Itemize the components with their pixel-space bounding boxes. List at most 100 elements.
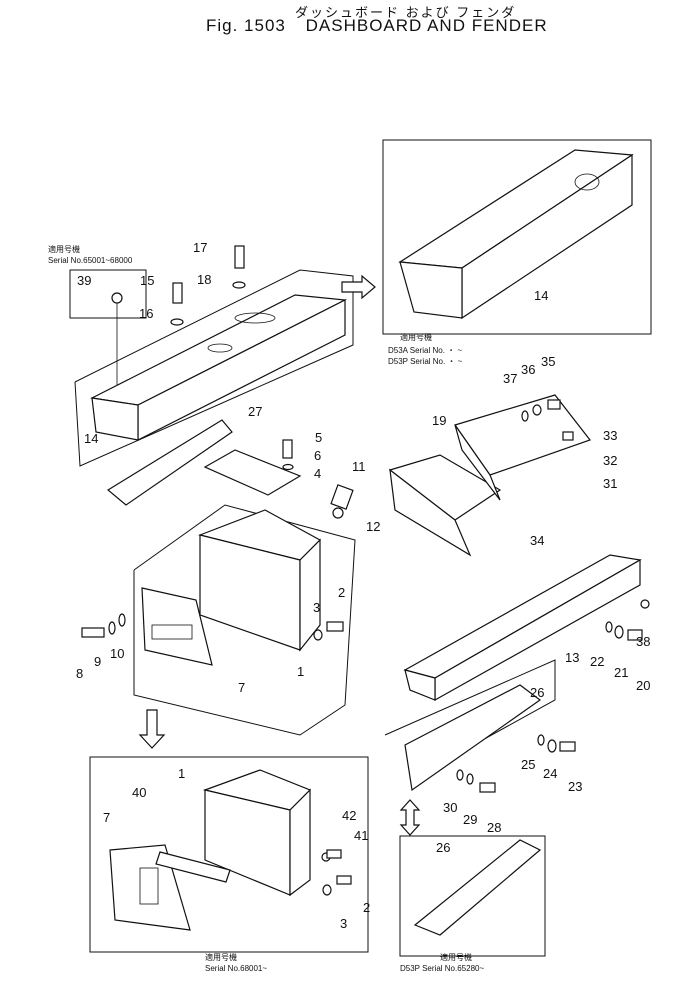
- callout-39: 39: [77, 273, 91, 288]
- callout-17: 17: [193, 240, 207, 255]
- inset-box-39: [69, 269, 147, 319]
- frame-13-end: [404, 669, 436, 701]
- callout-36: 36: [521, 362, 535, 377]
- callout-28: 28: [487, 820, 501, 835]
- figure-number: Fig. 1503: [206, 16, 286, 35]
- arrow-down-left: [138, 709, 166, 749]
- bolt-23: [559, 741, 576, 752]
- bracket-19-front: [389, 468, 472, 557]
- plate-31-edge: [454, 424, 501, 501]
- cover-plate-4: [203, 449, 302, 496]
- callout-20: 20: [636, 678, 650, 693]
- washer-29: [466, 773, 474, 785]
- washer-36: [532, 404, 542, 416]
- callout-2-2: 2: [363, 900, 370, 915]
- figure-header: Fig. 1503 DASHBOARD AND FENDER: [206, 16, 562, 36]
- note-br-serial: D53P Serial No.65280~: [400, 964, 484, 973]
- callout-38: 38: [636, 634, 650, 649]
- callout-33: 33: [603, 428, 617, 443]
- dashboard-end-14b: [399, 261, 463, 319]
- washer-24: [547, 739, 557, 753]
- washer-9: [108, 621, 116, 635]
- callout-9: 9: [94, 654, 101, 669]
- fender-26b: [413, 839, 542, 936]
- callout-37: 37: [503, 371, 517, 386]
- callout-30: 30: [443, 800, 457, 815]
- washer-25: [537, 734, 545, 746]
- washer-10: [118, 613, 126, 627]
- washer-37: [521, 410, 529, 422]
- nut-12: [332, 507, 344, 519]
- note-bl-serial: Serial No.68001~: [205, 964, 267, 973]
- callout-34: 34: [530, 533, 544, 548]
- callout-29: 29: [463, 812, 477, 827]
- arrow-right: [341, 274, 376, 300]
- callout-21: 21: [614, 665, 628, 680]
- callout-7: 7: [238, 680, 245, 695]
- bracket-40: [155, 851, 231, 883]
- bolt-17: [234, 245, 245, 269]
- callout-31: 31: [603, 476, 617, 491]
- callout-25: 25: [521, 757, 535, 772]
- callout-1: 1: [297, 664, 304, 679]
- callout-27: 27: [248, 404, 262, 419]
- dashboard-end-14a: [91, 397, 139, 441]
- fender-26: [404, 684, 542, 792]
- callout-19: 19: [432, 413, 446, 428]
- panel-7b-slot: [139, 867, 159, 905]
- housing-side-1b: [289, 788, 311, 897]
- panel-7: [141, 587, 213, 666]
- panel-7-window: [151, 624, 193, 640]
- note-tr-jp: 適用号機: [400, 332, 432, 342]
- washer-3b: [322, 884, 332, 896]
- bolt-8: [81, 627, 105, 638]
- housing-side-1: [299, 538, 321, 652]
- callout-12: 12: [366, 519, 380, 534]
- washer-16: [170, 318, 184, 326]
- bolt-41: [326, 849, 342, 859]
- callout-11: 11: [352, 459, 366, 474]
- switch-11: [330, 484, 354, 510]
- callout-6: 6: [314, 448, 321, 463]
- washer-30: [456, 769, 464, 781]
- frame-13-top: [403, 554, 642, 679]
- slot-hole: [234, 312, 276, 324]
- washer-21: [614, 625, 624, 639]
- washer-3: [313, 629, 323, 641]
- note-tr-d53p: D53P Serial No. ・ ~: [388, 357, 463, 366]
- callout-1-2: 1: [178, 766, 185, 781]
- bolt-15: [172, 282, 183, 304]
- callout-3-2: 3: [340, 916, 347, 931]
- callout-8: 8: [76, 666, 83, 681]
- callout-40: 40: [132, 785, 146, 800]
- washer-6: [282, 463, 294, 471]
- note-tr-d53a: D53A Serial No. ・ ~: [388, 346, 462, 355]
- bolt-2: [326, 621, 344, 632]
- note-br-jp: 適用号機: [440, 952, 472, 962]
- header-japanese: ダッシュボード および フェンダ: [295, 5, 517, 20]
- bolt-20: [627, 629, 643, 641]
- callout-26-2: 26: [436, 840, 450, 855]
- callout-24: 24: [543, 766, 557, 781]
- round-hole: [574, 173, 600, 191]
- housing-enclosure: [133, 504, 356, 736]
- callout-22: 22: [590, 654, 604, 669]
- callout-5: 5: [315, 430, 322, 445]
- callout-10: 10: [110, 646, 124, 661]
- bolt-5: [282, 439, 293, 459]
- callout-32: 32: [603, 453, 617, 468]
- arrow-updown: [399, 799, 421, 836]
- bolt-35: [547, 399, 561, 410]
- nut-39: [111, 292, 123, 304]
- callout-13: 13: [565, 650, 579, 665]
- callout-3: 3: [313, 600, 320, 615]
- callout-41: 41: [354, 828, 368, 843]
- figure-title: DASHBOARD AND FENDER: [305, 16, 548, 35]
- callout-35: 35: [541, 354, 555, 369]
- fender-strip-27: [106, 419, 233, 506]
- callout-18: 18: [197, 272, 211, 287]
- bolt-33: [562, 431, 574, 441]
- inset-box-bottom-right: [399, 835, 546, 957]
- note-bl-jp: 適用号機: [205, 952, 237, 962]
- inset-box-14-right: [382, 139, 652, 335]
